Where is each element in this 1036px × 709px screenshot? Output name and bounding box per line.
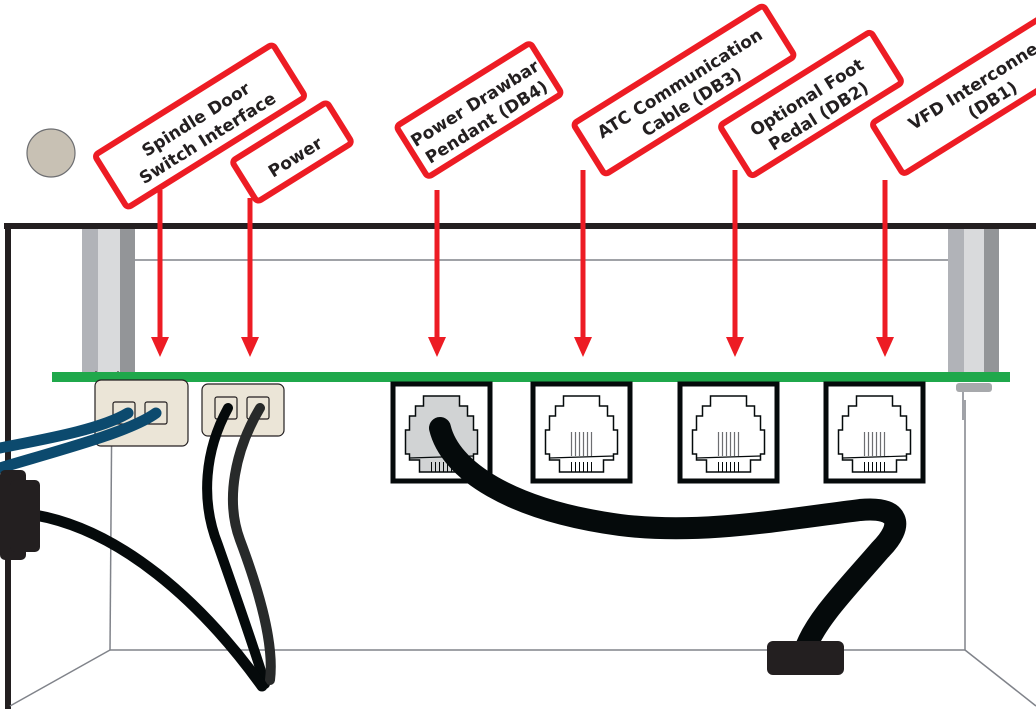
grommet-cable (0, 470, 268, 692)
arrow-icon (726, 170, 744, 357)
callout-power: Power (230, 100, 354, 357)
db1-port[interactable] (823, 381, 926, 484)
enclosure (4, 223, 1036, 709)
circuit-board (52, 372, 1010, 382)
db3-port[interactable] (530, 381, 633, 484)
arrow-icon (151, 190, 169, 357)
arrow-icon (876, 180, 894, 357)
arrow-icon (574, 170, 592, 357)
panel-knob (26, 128, 76, 178)
right-standoff (948, 229, 999, 420)
spindle-door-cable (0, 407, 162, 474)
left-standoff (82, 229, 135, 375)
arrow-icon (241, 198, 259, 357)
power-cable (202, 403, 276, 689)
arrow-icon (428, 190, 446, 357)
db2-port[interactable] (677, 381, 780, 484)
pendant-cable (429, 417, 907, 675)
